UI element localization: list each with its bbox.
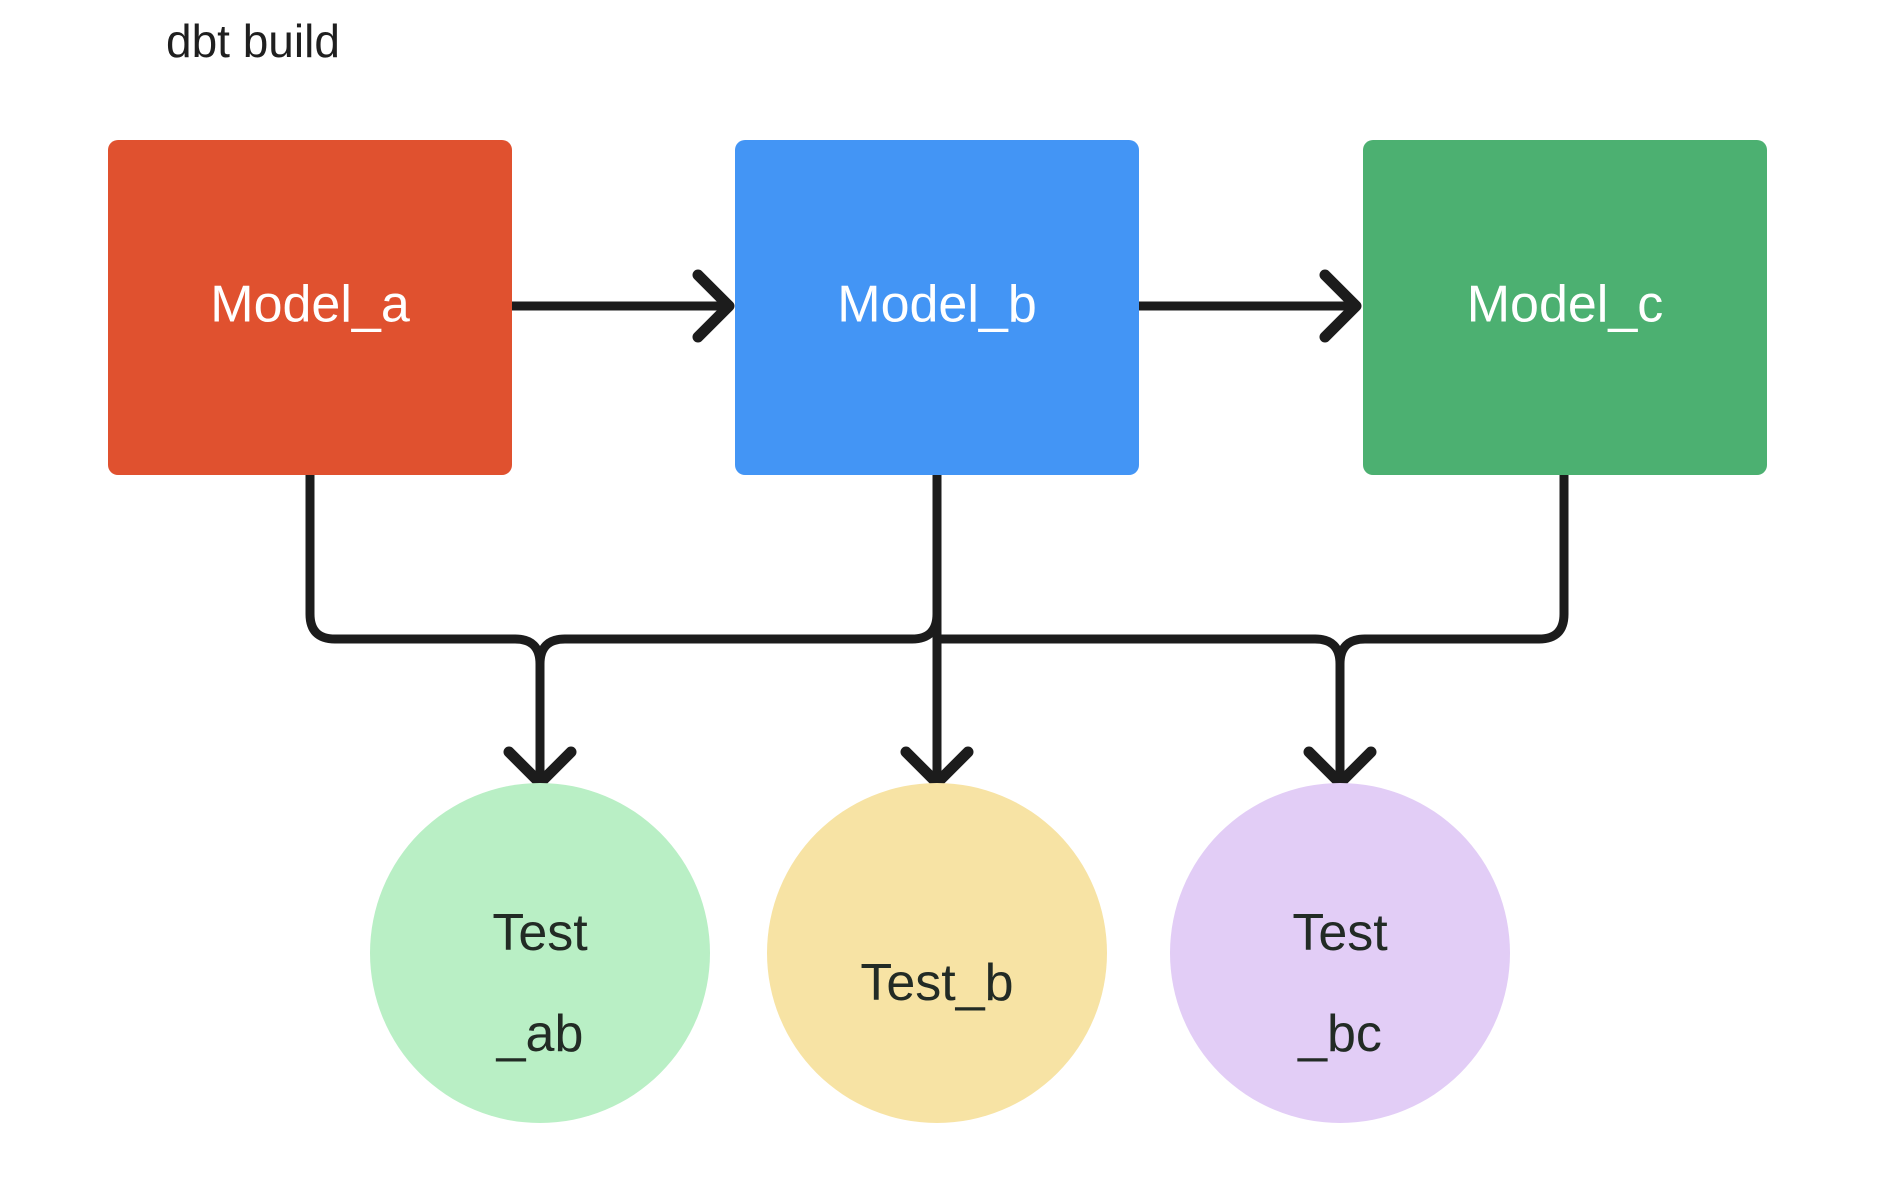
edge-model-b-to-model-c [1138, 269, 1362, 343]
edge-model-c-to-test-bc [1335, 475, 1569, 665]
model-c-shape[interactable] [1363, 140, 1767, 475]
test-b-label-line1: Test_b [860, 954, 1013, 1012]
diagram-title: dbt build [166, 15, 340, 67]
edge-model-a-to-test-ab [305, 475, 577, 789]
edge-model-b-to-test-bc [937, 634, 1377, 789]
test-bc-shape[interactable] [1170, 783, 1510, 1123]
node-test-bc[interactable]: Test _bc [1170, 783, 1510, 1123]
node-test-b[interactable]: Test_b [767, 783, 1107, 1123]
model-b-label: Model_b [837, 276, 1036, 334]
model-a-label: Model_a [210, 276, 410, 334]
model-a-shape[interactable] [108, 140, 512, 475]
node-test-ab[interactable]: Test _ab [370, 783, 710, 1123]
test-ab-label-line2: _ab [496, 1005, 584, 1063]
node-model-b[interactable]: Model_b [735, 140, 1139, 475]
test-ab-shape[interactable] [370, 783, 710, 1123]
edge-model-b-to-test-b [900, 475, 974, 789]
test-bc-label-line1: Test [1292, 904, 1388, 962]
node-model-c[interactable]: Model_c [1363, 140, 1767, 475]
test-bc-label-line2: _bc [1297, 1005, 1382, 1063]
node-model-a[interactable]: Model_a [108, 140, 512, 475]
test-ab-label-line1: Test [492, 904, 588, 962]
edge-model-b-to-test-ab [535, 475, 942, 665]
edge-model-a-to-model-b [512, 269, 735, 343]
model-b-shape[interactable] [735, 140, 1139, 475]
test-b-shape[interactable] [767, 783, 1107, 1123]
model-c-label: Model_c [1467, 276, 1664, 334]
